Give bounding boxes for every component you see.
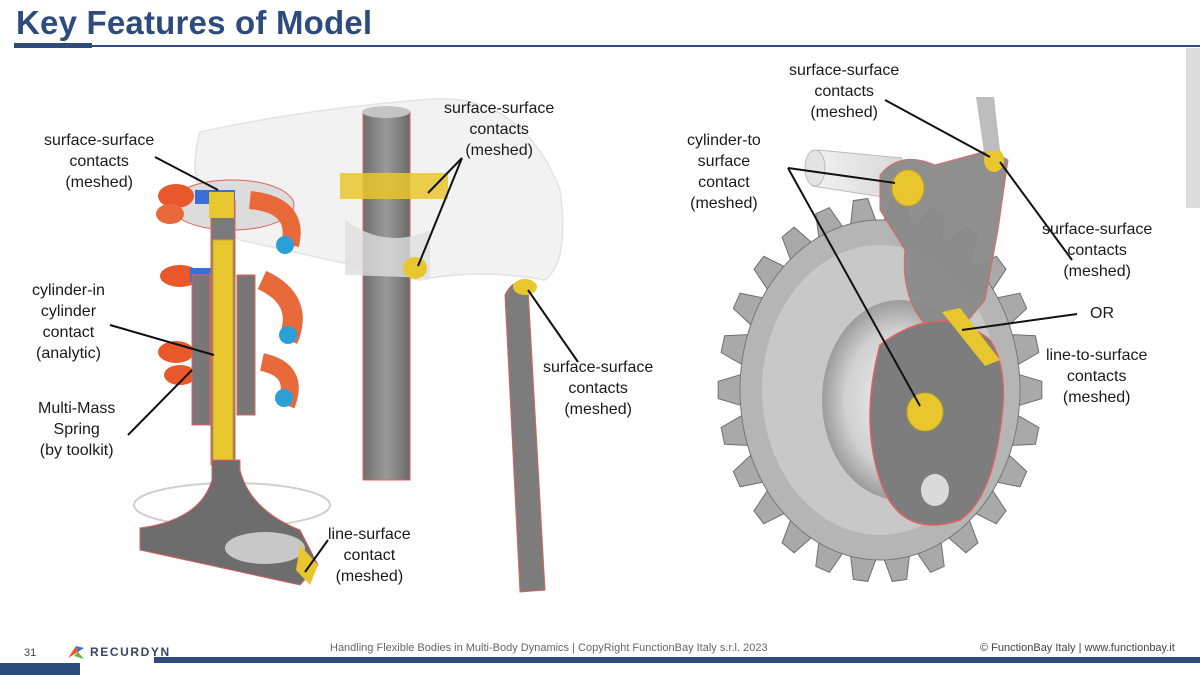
slide-title: Key Features of Model [16,4,373,41]
gear-cam-assembly [717,97,1043,582]
title-underline [14,45,1200,47]
recurdyn-logo: RECURDYN [66,641,171,663]
leader-lines [109,99,1078,573]
footer-rule [154,657,1200,663]
gear-tooth [717,374,742,406]
valve-train-assembly [133,98,564,593]
multi-mass-spring-right [248,191,303,409]
footer-website: © FunctionBay Italy | www.functionbay.it [980,642,1175,654]
label-or: OR [1090,305,1114,322]
gear-tooth [1018,374,1043,406]
title-underline-accent [14,43,92,48]
right-edge-strip [1186,48,1200,208]
page-number: 31 [24,647,37,659]
recurdyn-logo-icon [68,646,84,659]
footer-accent-block [0,663,80,675]
footer-copyright: Handling Flexible Bodies in Multi-Body D… [330,642,768,654]
